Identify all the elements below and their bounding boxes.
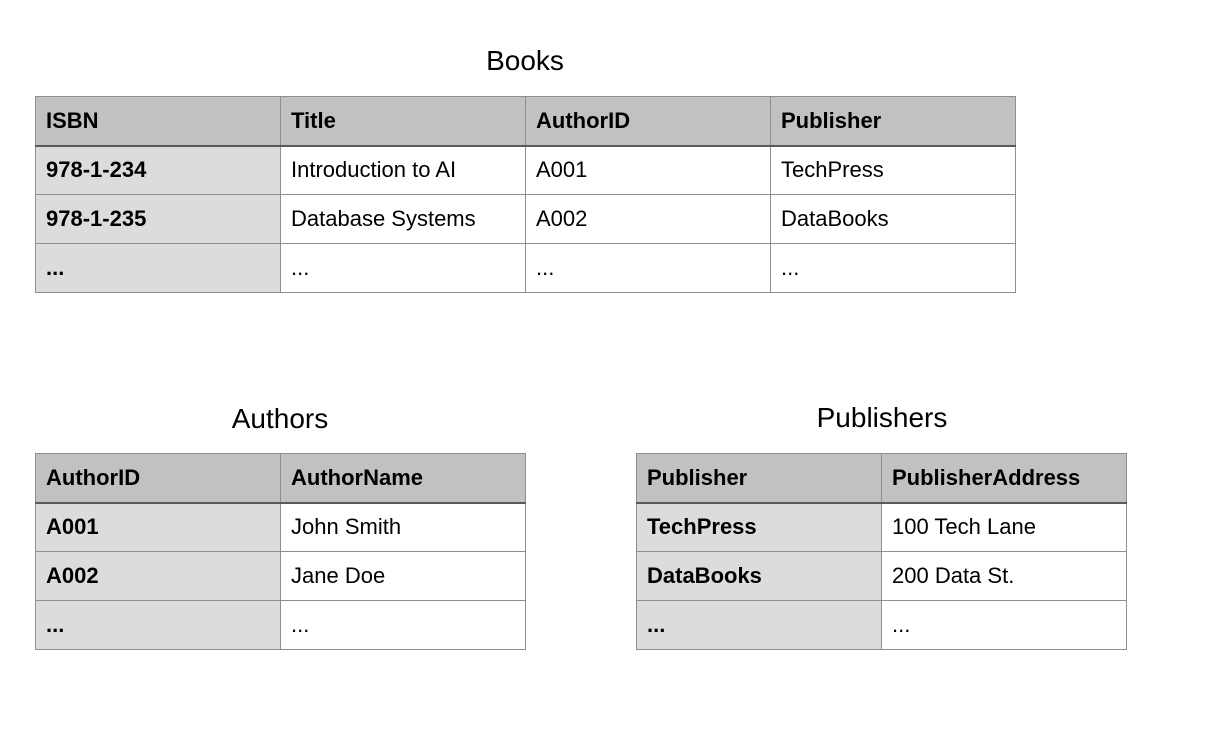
- authors-col-authorname: AuthorName: [280, 453, 526, 504]
- authors-table: AuthorID AuthorName A001 John Smith A002…: [35, 453, 526, 650]
- books-cell-title: ...: [280, 243, 526, 293]
- table-row: A001 John Smith: [35, 502, 526, 552]
- books-table-title: Books: [486, 45, 564, 76]
- table-row: ... ...: [636, 600, 1127, 650]
- publishers-cell-publisher: TechPress: [636, 502, 882, 552]
- publishers-col-publisher: Publisher: [636, 453, 882, 504]
- authors-cell-authorid: A001: [35, 502, 281, 552]
- authors-table-title: Authors: [231, 403, 329, 434]
- publishers-cell-address: 100 Tech Lane: [881, 502, 1127, 552]
- table-row: DataBooks 200 Data St.: [636, 551, 1127, 601]
- books-col-authorid: AuthorID: [525, 96, 771, 147]
- books-table: ISBN Title AuthorID Publisher 978-1-234 …: [35, 96, 1016, 293]
- authors-cell-authorid: ...: [35, 600, 281, 650]
- books-cell-authorid: A001: [525, 145, 771, 195]
- books-col-isbn: ISBN: [35, 96, 281, 147]
- table-row: A002 Jane Doe: [35, 551, 526, 601]
- publishers-cell-publisher: DataBooks: [636, 551, 882, 601]
- authors-cell-authorname: ...: [280, 600, 526, 650]
- publishers-table-title: Publishers: [816, 402, 948, 433]
- table-row: 978-1-235 Database Systems A002 DataBook…: [35, 194, 1016, 244]
- table-row: 978-1-234 Introduction to AI A001 TechPr…: [35, 145, 1016, 195]
- books-col-title: Title: [280, 96, 526, 147]
- books-cell-title: Database Systems: [280, 194, 526, 244]
- authors-col-authorid: AuthorID: [35, 453, 281, 504]
- authors-cell-authorid: A002: [35, 551, 281, 601]
- books-cell-authorid: ...: [525, 243, 771, 293]
- authors-header-row: AuthorID AuthorName: [35, 453, 526, 504]
- authors-cell-authorname: John Smith: [280, 502, 526, 552]
- publishers-cell-address: ...: [881, 600, 1127, 650]
- books-cell-title: Introduction to AI: [280, 145, 526, 195]
- books-cell-publisher: TechPress: [770, 145, 1016, 195]
- books-header-row: ISBN Title AuthorID Publisher: [35, 96, 1016, 147]
- publishers-header-row: Publisher PublisherAddress: [636, 453, 1127, 504]
- books-col-publisher: Publisher: [770, 96, 1016, 147]
- books-cell-isbn: 978-1-235: [35, 194, 281, 244]
- table-row: TechPress 100 Tech Lane: [636, 502, 1127, 552]
- table-row: ... ...: [35, 600, 526, 650]
- books-cell-isbn: ...: [35, 243, 281, 293]
- publishers-cell-publisher: ...: [636, 600, 882, 650]
- publishers-table: Publisher PublisherAddress TechPress 100…: [636, 453, 1127, 650]
- books-cell-publisher: DataBooks: [770, 194, 1016, 244]
- books-cell-authorid: A002: [525, 194, 771, 244]
- publishers-cell-address: 200 Data St.: [881, 551, 1127, 601]
- publishers-col-address: PublisherAddress: [881, 453, 1127, 504]
- table-row: ... ... ... ...: [35, 243, 1016, 293]
- books-cell-isbn: 978-1-234: [35, 145, 281, 195]
- authors-cell-authorname: Jane Doe: [280, 551, 526, 601]
- books-cell-publisher: ...: [770, 243, 1016, 293]
